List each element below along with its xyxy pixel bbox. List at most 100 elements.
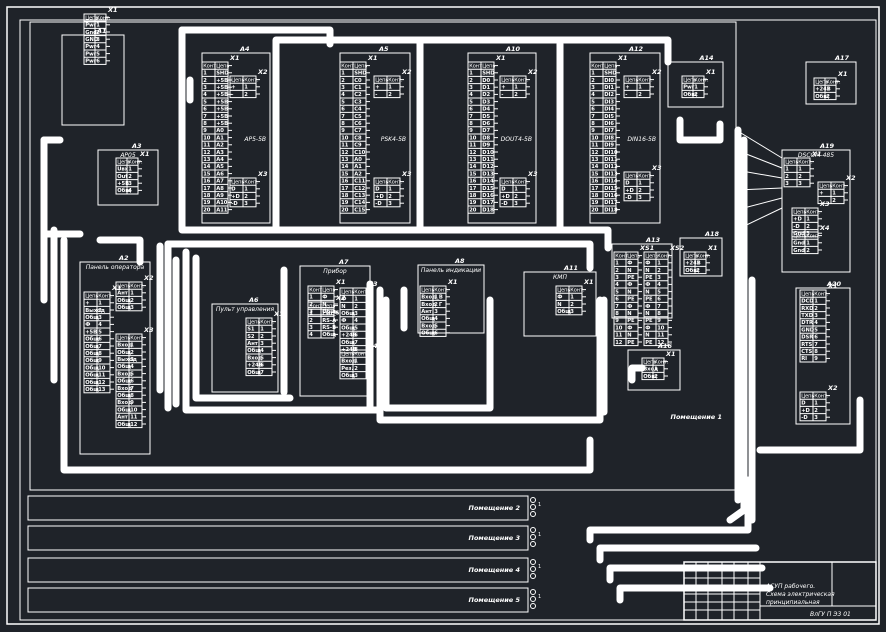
connector-cell: PE [645,275,653,281]
connector-name: X4 [819,224,830,232]
connector-cell: 1 [826,87,830,93]
connector-cell: Цепь [501,77,514,83]
connector-cell: C5 [354,114,362,120]
connector-cell: 19 [203,200,211,206]
room-1: Помещение 1 [671,413,722,421]
connector-name: X1 [707,244,718,252]
connector-cell: Ф [341,318,346,324]
connector-cell: TXD [801,313,814,319]
terminal-number: 1 [538,564,541,570]
room-label: Помещение 3 [469,534,521,542]
terminal-strip [530,559,536,579]
connector-cell: Общ [557,308,571,315]
connector-cell: 1 [130,291,134,297]
terminal-pin [530,559,536,565]
connector-cell: Вход [247,355,262,361]
connector-cell: 5 [615,289,619,295]
title-block: АСУП рабочего.Схема электрическаяпринцип… [683,561,877,621]
connector-cell: Вход [421,323,436,329]
block-title: Панель оператора [86,264,145,271]
connector-cell: +D [375,194,384,200]
connector-cell: 1 [806,241,810,247]
connector-cell: 2 [514,194,518,200]
connector-cell: Общ [117,421,131,428]
connector-cell: Конт. [354,289,369,295]
connector-cell: 6 [96,59,100,65]
connector-cell: 11 [591,143,599,149]
connector-cell: Общ [85,386,99,393]
connector-cell: D [231,187,236,193]
connector-cell: Цепь [231,77,244,83]
connector-cell: Конт. [388,77,403,83]
connector-cell: 17 [591,186,599,192]
connector-cell: -D [375,201,382,207]
connector-name: XS1 [639,244,654,252]
connector-cell: Конт. [388,179,403,185]
connector-cell: 2 [309,302,313,308]
terminal-pin [530,534,536,540]
connector-cell: Конт. [806,209,821,215]
connector-cell: 8 [98,351,102,357]
connector-cell: Общ [341,372,355,379]
connector-cell: Ант [117,291,128,297]
connector-cell: C11 [354,179,365,185]
connector-cell: 1 [814,401,818,407]
connector-cell: Ф [645,282,650,288]
block-outline [627,349,681,391]
connector-cell: 8 [130,393,134,399]
block-outline [781,149,851,273]
connector-cell: C14 [354,200,365,206]
connector-cell: Общ [421,315,435,322]
connector-cell: 12 [615,340,623,346]
block-designator: A4 [239,45,250,53]
connector-cell: - [231,92,233,98]
connector-cell: Конт. [244,77,259,83]
connector-cell: 2 [638,92,642,98]
connector-cell: A5 [216,164,224,170]
connector-cell: 12 [341,150,349,156]
connector-cell: 19 [469,200,477,206]
connector-cell: Общ [117,304,131,311]
connector-cell: 4 [203,92,207,98]
connector-cell: RS-B [322,325,336,331]
connector-cell: 4 [98,322,102,328]
connector-cell: 9 [130,400,134,406]
connector-name: X3 [651,164,662,172]
connector-cell: PE [645,340,653,346]
harness-bus [164,240,594,272]
room-label: Помещение 4 [469,566,521,574]
connector-cell: 18 [469,193,477,199]
connector-cell: Цепь [341,351,354,357]
connector-cell: Ф [85,322,90,328]
connector-cell: 2 [785,174,789,180]
connector-cell: 1 [654,367,658,373]
connector-cell: D7 [482,128,490,134]
connector-cell: Конт. [638,173,653,179]
connector-cell: 3 [96,37,100,43]
connector-cell: C12 [354,186,365,192]
connector-cell: 7 [98,344,102,350]
connector-cell: -D [793,224,800,230]
connector-cell: Общ [117,349,131,356]
connector-cell: C7 [354,128,362,134]
connector-cell: 2 [354,304,358,310]
connector-cell: 5 [657,289,661,295]
connector-cell: -D [801,415,808,421]
connector-cell: GND [801,327,815,333]
connector-cell: Выход [85,308,105,314]
block-title: Пульт управления [216,306,275,313]
connector-name: X3 [527,170,538,178]
connector-cell: +D [231,194,240,200]
connector-cell: SHD [482,71,495,77]
connector-cell: 7 [469,114,473,120]
connector-cell: Вход [117,371,132,377]
connector-cell: GND [85,37,99,43]
connector-cell: 9 [615,318,619,324]
connector-cell: Конт. [341,63,356,69]
document-title: принципиальная [766,599,820,606]
terminal-strip [530,589,536,609]
